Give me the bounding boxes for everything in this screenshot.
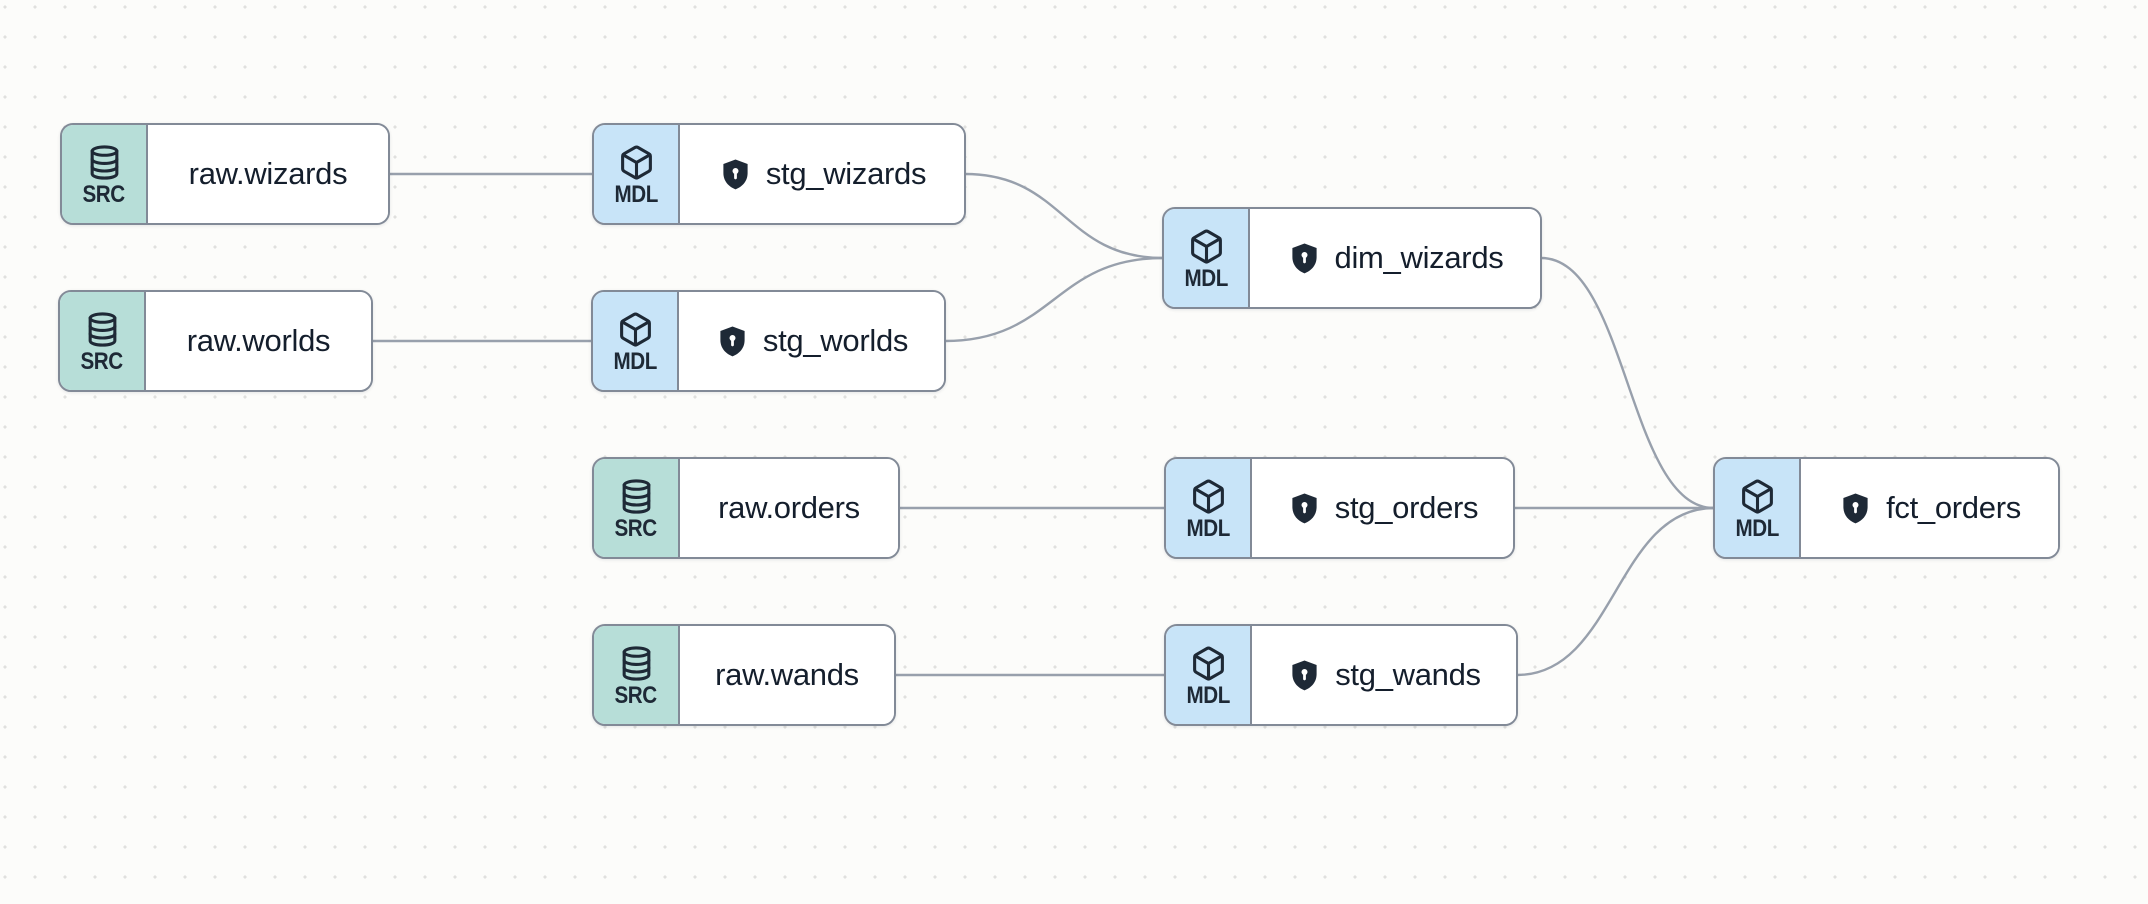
node-type-badge: MDL xyxy=(1166,626,1252,724)
shield-icon xyxy=(1292,659,1317,690)
lineage-node-stg_wands[interactable]: MDL stg_wands xyxy=(1164,624,1518,726)
node-body: raw.orders xyxy=(680,459,898,557)
node-type-badge: MDL xyxy=(593,292,679,390)
node-title: dim_wizards xyxy=(1334,240,1504,275)
node-title: raw.worlds xyxy=(186,323,331,358)
node-type-badge: MDL xyxy=(1715,459,1801,557)
shield-icon xyxy=(1843,492,1868,523)
shield-icon xyxy=(723,158,748,189)
node-type-badge: SRC xyxy=(594,626,680,724)
node-body: stg_wizards xyxy=(680,125,964,223)
shield-icon xyxy=(1292,492,1317,523)
lineage-node-raw_worlds[interactable]: SRC raw.worlds xyxy=(58,290,373,392)
lineage-node-stg_worlds[interactable]: MDL stg_worlds xyxy=(591,290,946,392)
shield-icon xyxy=(1291,242,1317,273)
lineage-node-raw_wands[interactable]: SRC raw.wands xyxy=(592,624,896,726)
node-type-label: MDL xyxy=(1186,681,1230,709)
node-title: stg_orders xyxy=(1334,490,1479,525)
node-body: fct_orders xyxy=(1801,459,2058,557)
box-icon xyxy=(620,145,652,180)
lineage-node-stg_wizards[interactable]: MDL stg_wizards xyxy=(592,123,966,225)
node-body: raw.wands xyxy=(680,626,894,724)
edge-stg_wands-fct_orders xyxy=(1515,506,1716,677)
shield-icon xyxy=(720,325,745,356)
box-icon xyxy=(1741,479,1773,514)
lineage-node-raw_orders[interactable]: SRC raw.orders xyxy=(592,457,900,559)
node-title: fct_orders xyxy=(1886,490,2021,525)
node-type-label: SRC xyxy=(614,514,658,542)
node-type-badge: MDL xyxy=(1166,459,1252,557)
node-title: raw.wands xyxy=(715,657,859,692)
edge-stg_wizards-dim_wizards xyxy=(963,172,1165,260)
node-type-badge: MDL xyxy=(594,125,680,223)
box-icon xyxy=(1192,646,1224,681)
node-type-label: MDL xyxy=(613,347,657,375)
database-icon xyxy=(622,646,650,681)
node-body: stg_orders xyxy=(1252,459,1513,557)
node-body: raw.worlds xyxy=(146,292,371,390)
node-body: stg_worlds xyxy=(679,292,944,390)
node-type-label: SRC xyxy=(82,180,126,208)
node-title: stg_wands xyxy=(1335,657,1481,692)
lineage-node-raw_wizards[interactable]: SRC raw.wizards xyxy=(60,123,390,225)
node-type-label: SRC xyxy=(614,681,658,709)
node-type-badge: MDL xyxy=(1164,209,1250,307)
node-body: dim_wizards xyxy=(1250,209,1540,307)
node-type-badge: SRC xyxy=(62,125,148,223)
edge-stg_worlds-dim_wizards xyxy=(943,256,1165,343)
lineage-node-stg_orders[interactable]: MDL stg_orders xyxy=(1164,457,1515,559)
lineage-node-fct_orders[interactable]: MDL fct_orders xyxy=(1713,457,2060,559)
edge-dim_wizards-fct_orders xyxy=(1539,256,1716,510)
node-type-label: MDL xyxy=(614,180,658,208)
database-icon xyxy=(88,312,116,347)
box-icon xyxy=(619,312,651,347)
node-body: stg_wands xyxy=(1252,626,1516,724)
node-type-badge: SRC xyxy=(60,292,146,390)
database-icon xyxy=(90,145,118,180)
node-title: stg_worlds xyxy=(762,323,909,358)
node-body: raw.wizards xyxy=(148,125,388,223)
box-icon xyxy=(1192,479,1224,514)
node-type-badge: SRC xyxy=(594,459,680,557)
node-type-label: MDL xyxy=(1184,264,1228,292)
node-title: raw.wizards xyxy=(188,156,348,191)
node-type-label: MDL xyxy=(1735,514,1779,542)
box-icon xyxy=(1190,229,1222,264)
node-title: raw.orders xyxy=(718,490,860,525)
node-type-label: MDL xyxy=(1186,514,1230,542)
node-title: stg_wizards xyxy=(765,156,927,191)
node-type-label: SRC xyxy=(80,347,124,375)
database-icon xyxy=(622,479,650,514)
lineage-node-dim_wizards[interactable]: MDL dim_wizards xyxy=(1162,207,1542,309)
